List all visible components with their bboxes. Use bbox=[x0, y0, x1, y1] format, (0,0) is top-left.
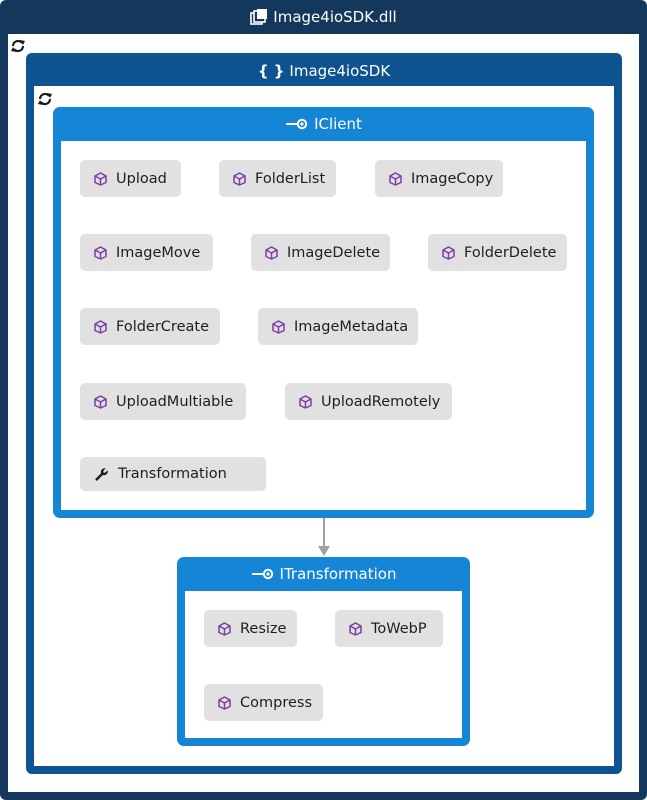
method-cube-icon bbox=[94, 171, 107, 186]
method-cube-icon bbox=[349, 621, 362, 636]
member-imagedelete[interactable]: ImageDelete bbox=[251, 234, 390, 271]
method-cube-icon bbox=[265, 245, 278, 260]
member-label: ImageCopy bbox=[411, 170, 494, 187]
member-label: FolderDelete bbox=[464, 244, 557, 261]
namespace-title: Image4ioSDK bbox=[289, 62, 391, 80]
member-resize[interactable]: Resize bbox=[204, 610, 297, 647]
member-label: UploadRemotely bbox=[321, 393, 441, 410]
member-label: FolderCreate bbox=[116, 318, 209, 335]
member-uploadremotely[interactable]: UploadRemotely bbox=[285, 383, 452, 420]
interface-itransformation-title: ITransformation bbox=[279, 565, 397, 583]
member-uploadmultiable[interactable]: UploadMultiable bbox=[80, 383, 246, 420]
wrench-icon bbox=[94, 467, 109, 482]
member-towebp[interactable]: ToWebP bbox=[335, 610, 443, 647]
member-label: UploadMultiable bbox=[116, 393, 234, 410]
method-cube-icon bbox=[94, 245, 107, 260]
member-label: Upload bbox=[116, 170, 167, 187]
interface-icon bbox=[251, 568, 275, 580]
member-transformation[interactable]: Transformation bbox=[80, 457, 266, 491]
member-label: ImageMove bbox=[116, 244, 201, 261]
interface-iclient-header: IClient bbox=[53, 111, 594, 137]
namespace-icon: { } bbox=[257, 62, 285, 80]
member-foldercreate[interactable]: FolderCreate bbox=[80, 308, 220, 345]
assembly-title: Image4ioSDK.dll bbox=[273, 8, 397, 26]
member-label: FolderList bbox=[255, 170, 326, 187]
interface-icon bbox=[285, 118, 309, 130]
member-folderlist[interactable]: FolderList bbox=[219, 160, 336, 197]
member-folderdelete[interactable]: FolderDelete bbox=[428, 234, 567, 271]
member-imagemetadata[interactable]: ImageMetadata bbox=[258, 308, 418, 345]
member-label: Resize bbox=[240, 620, 287, 637]
assembly-header: Image4ioSDK.dll bbox=[0, 4, 647, 30]
interface-iclient-title: IClient bbox=[314, 115, 362, 133]
method-cube-icon bbox=[442, 245, 455, 260]
method-cube-icon bbox=[94, 394, 107, 409]
member-imagecopy[interactable]: ImageCopy bbox=[375, 160, 503, 197]
member-label: Transformation bbox=[118, 466, 227, 482]
method-cube-icon bbox=[272, 319, 285, 334]
method-cube-icon bbox=[389, 171, 402, 186]
association-arrow bbox=[314, 518, 334, 558]
namespace-collapse-icon[interactable] bbox=[37, 91, 53, 107]
member-label: ToWebP bbox=[371, 620, 427, 637]
member-label: Compress bbox=[240, 694, 312, 711]
interface-itransformation-header: ITransformation bbox=[177, 561, 470, 587]
member-imagemove[interactable]: ImageMove bbox=[80, 234, 213, 271]
namespace-header: { } Image4ioSDK bbox=[26, 58, 622, 84]
method-cube-icon bbox=[233, 171, 246, 186]
assembly-collapse-icon[interactable] bbox=[10, 38, 26, 54]
member-label: ImageMetadata bbox=[294, 318, 409, 335]
method-cube-icon bbox=[218, 695, 231, 710]
method-cube-icon bbox=[299, 394, 312, 409]
method-cube-icon bbox=[94, 319, 107, 334]
assembly-icon bbox=[250, 8, 268, 26]
method-cube-icon bbox=[218, 621, 231, 636]
member-upload[interactable]: Upload bbox=[80, 160, 181, 197]
member-compress[interactable]: Compress bbox=[204, 684, 323, 721]
member-label: ImageDelete bbox=[287, 244, 381, 261]
